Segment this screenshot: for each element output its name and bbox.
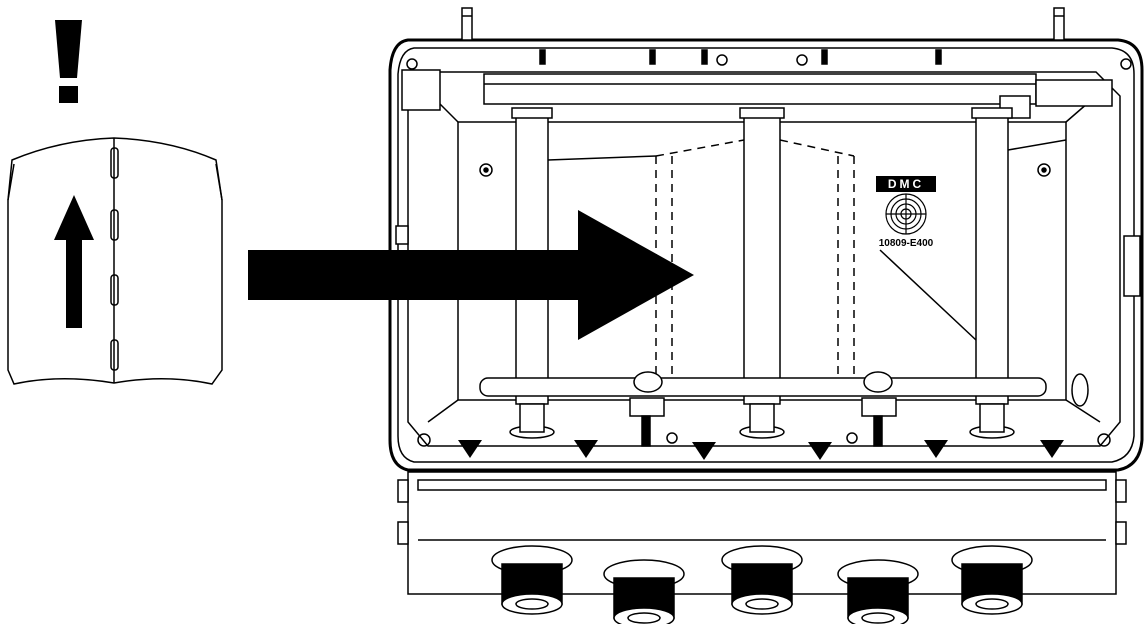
cable-gland: [951, 545, 1033, 615]
cable-gland: [491, 545, 573, 615]
warning-exclamation-icon: [55, 20, 82, 103]
cable-gland: [721, 545, 803, 615]
bottom-clips: [458, 440, 1064, 460]
cable-gland: [603, 559, 685, 624]
brand-mark-text: DMC: [888, 177, 924, 191]
brand-mark: DMC: [876, 176, 936, 192]
enclosure: [388, 7, 1144, 472]
folded-panel: [7, 137, 223, 385]
part-label: 10809-E400: [879, 238, 934, 249]
cable-glands: [491, 545, 1033, 624]
post-feet: [509, 403, 1015, 447]
cable-gland: [837, 559, 919, 624]
insertion-guide: [655, 139, 855, 378]
insert-direction-arrow-icon: [248, 210, 694, 340]
up-arrow-icon: [54, 195, 94, 328]
side-latches: [395, 225, 1141, 407]
fan-grille-icon: [885, 193, 927, 235]
bottom-rail: [479, 371, 1047, 417]
